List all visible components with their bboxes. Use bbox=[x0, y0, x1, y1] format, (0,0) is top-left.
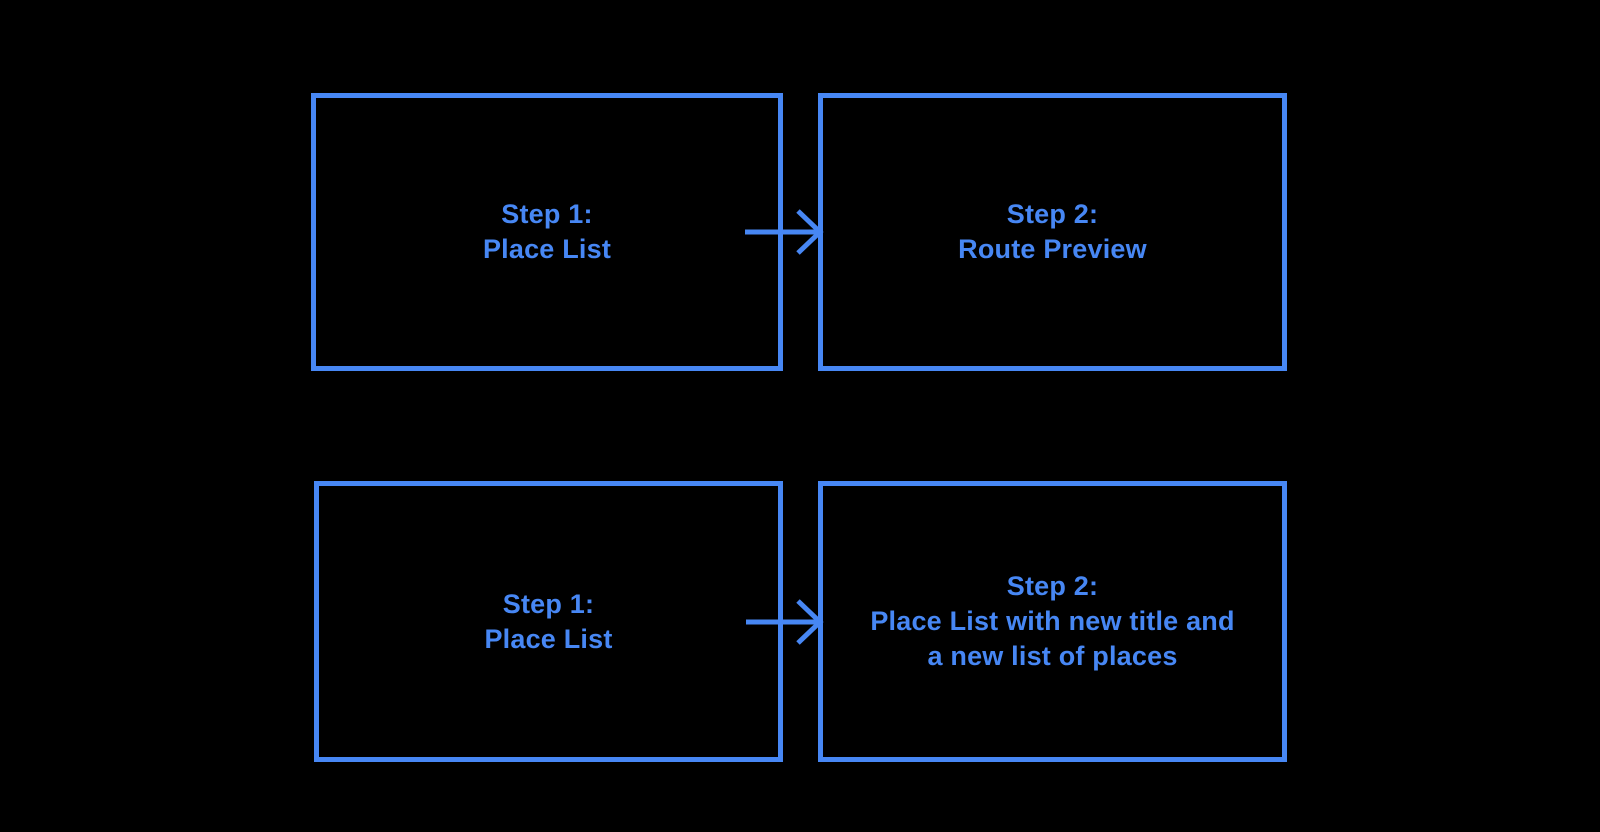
step-label-line: Route Preview bbox=[958, 234, 1147, 264]
flow1-step2-label: Step 2: Route Preview bbox=[958, 197, 1147, 267]
flow2-step2-label: Step 2: Place List with new title and a … bbox=[870, 569, 1234, 674]
step-label-line: Step 1: bbox=[502, 588, 595, 619]
flow2-step1-box: Step 1: Place List bbox=[314, 481, 783, 762]
step-label-line: a new list of places bbox=[927, 641, 1178, 671]
step-label-line: Step 1: bbox=[501, 199, 593, 229]
flow1-step1-box: Step 1: Place List bbox=[311, 93, 783, 371]
step-label-line: Place List bbox=[484, 623, 613, 654]
flow1-step2-box: Step 2: Route Preview bbox=[818, 93, 1287, 371]
step-label-line: Place List with new title and bbox=[870, 606, 1235, 636]
step-label-line: Place List bbox=[482, 234, 612, 264]
arrow-right-icon bbox=[746, 599, 824, 645]
step-label-line: Step 2: bbox=[1006, 571, 1099, 601]
step-label-line: Step 2: bbox=[1006, 199, 1099, 229]
flow2-step1-label: Step 1: Place List bbox=[484, 587, 612, 657]
flow1-step1-label: Step 1: Place List bbox=[483, 197, 611, 267]
arrow-right-icon bbox=[745, 209, 824, 255]
flow2-step2-box: Step 2: Place List with new title and a … bbox=[818, 481, 1287, 762]
